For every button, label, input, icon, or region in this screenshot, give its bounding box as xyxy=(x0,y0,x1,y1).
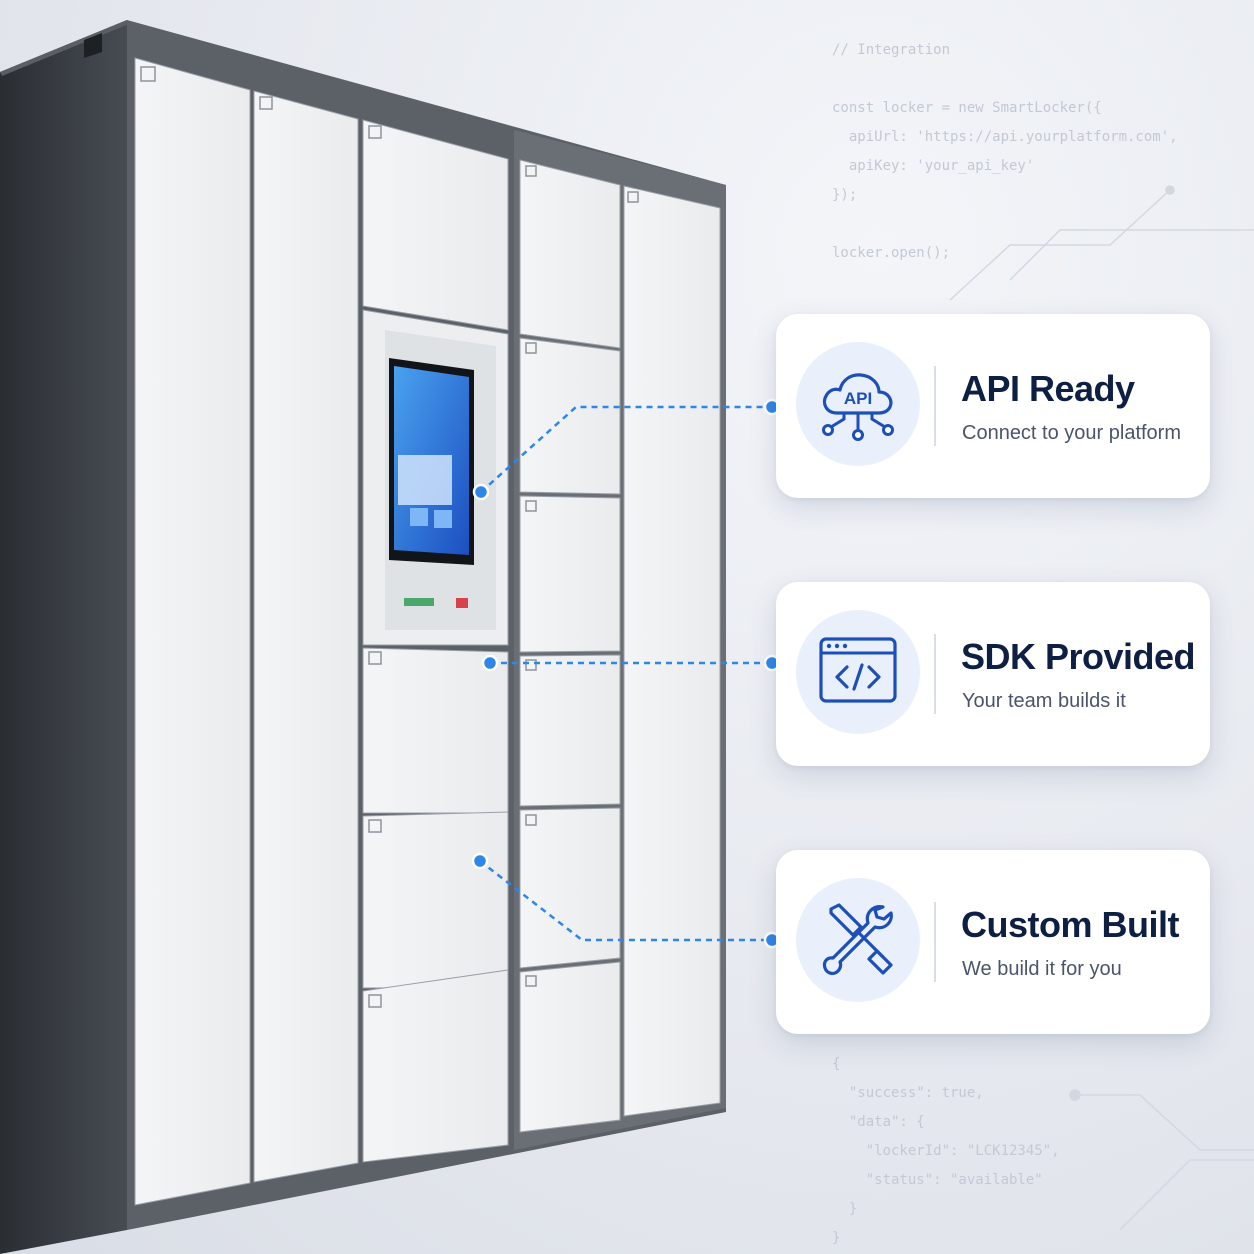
card-divider xyxy=(934,366,936,446)
wrench-screwdriver-icon xyxy=(796,878,920,1002)
feature-card-sdk-provided: SDK Provided Your team builds it xyxy=(776,582,1210,766)
card-subtitle: Your team builds it xyxy=(962,690,1126,712)
card-subtitle: Connect to your platform xyxy=(962,422,1181,444)
card-divider xyxy=(934,634,936,714)
code-snippet-response: { "success": true, "data": { "lockerId":… xyxy=(832,1056,1060,1246)
card-title: SDK Provided xyxy=(961,636,1196,677)
card-subtitle: We build it for you xyxy=(962,958,1122,980)
feature-card-api-ready: API API Ready Connect to your platform xyxy=(776,314,1210,498)
code-window-icon xyxy=(796,610,920,734)
circuit-lines xyxy=(949,185,1254,1231)
card-title: API Ready xyxy=(961,368,1135,409)
feature-card-custom-built: Custom Built We build it for you xyxy=(776,850,1210,1034)
connector-lines xyxy=(479,405,772,942)
card-divider xyxy=(934,902,936,982)
connector-api xyxy=(480,405,772,493)
connector-dots xyxy=(471,398,781,949)
smart-locker-cabinet xyxy=(0,20,726,1254)
card-title: Custom Built xyxy=(961,904,1179,945)
api-icon-text: API xyxy=(844,389,872,408)
connector-custom xyxy=(479,860,772,942)
api-cloud-icon: API xyxy=(796,342,920,466)
code-snippet-integration: // Integration const locker = new SmartL… xyxy=(832,42,1178,261)
